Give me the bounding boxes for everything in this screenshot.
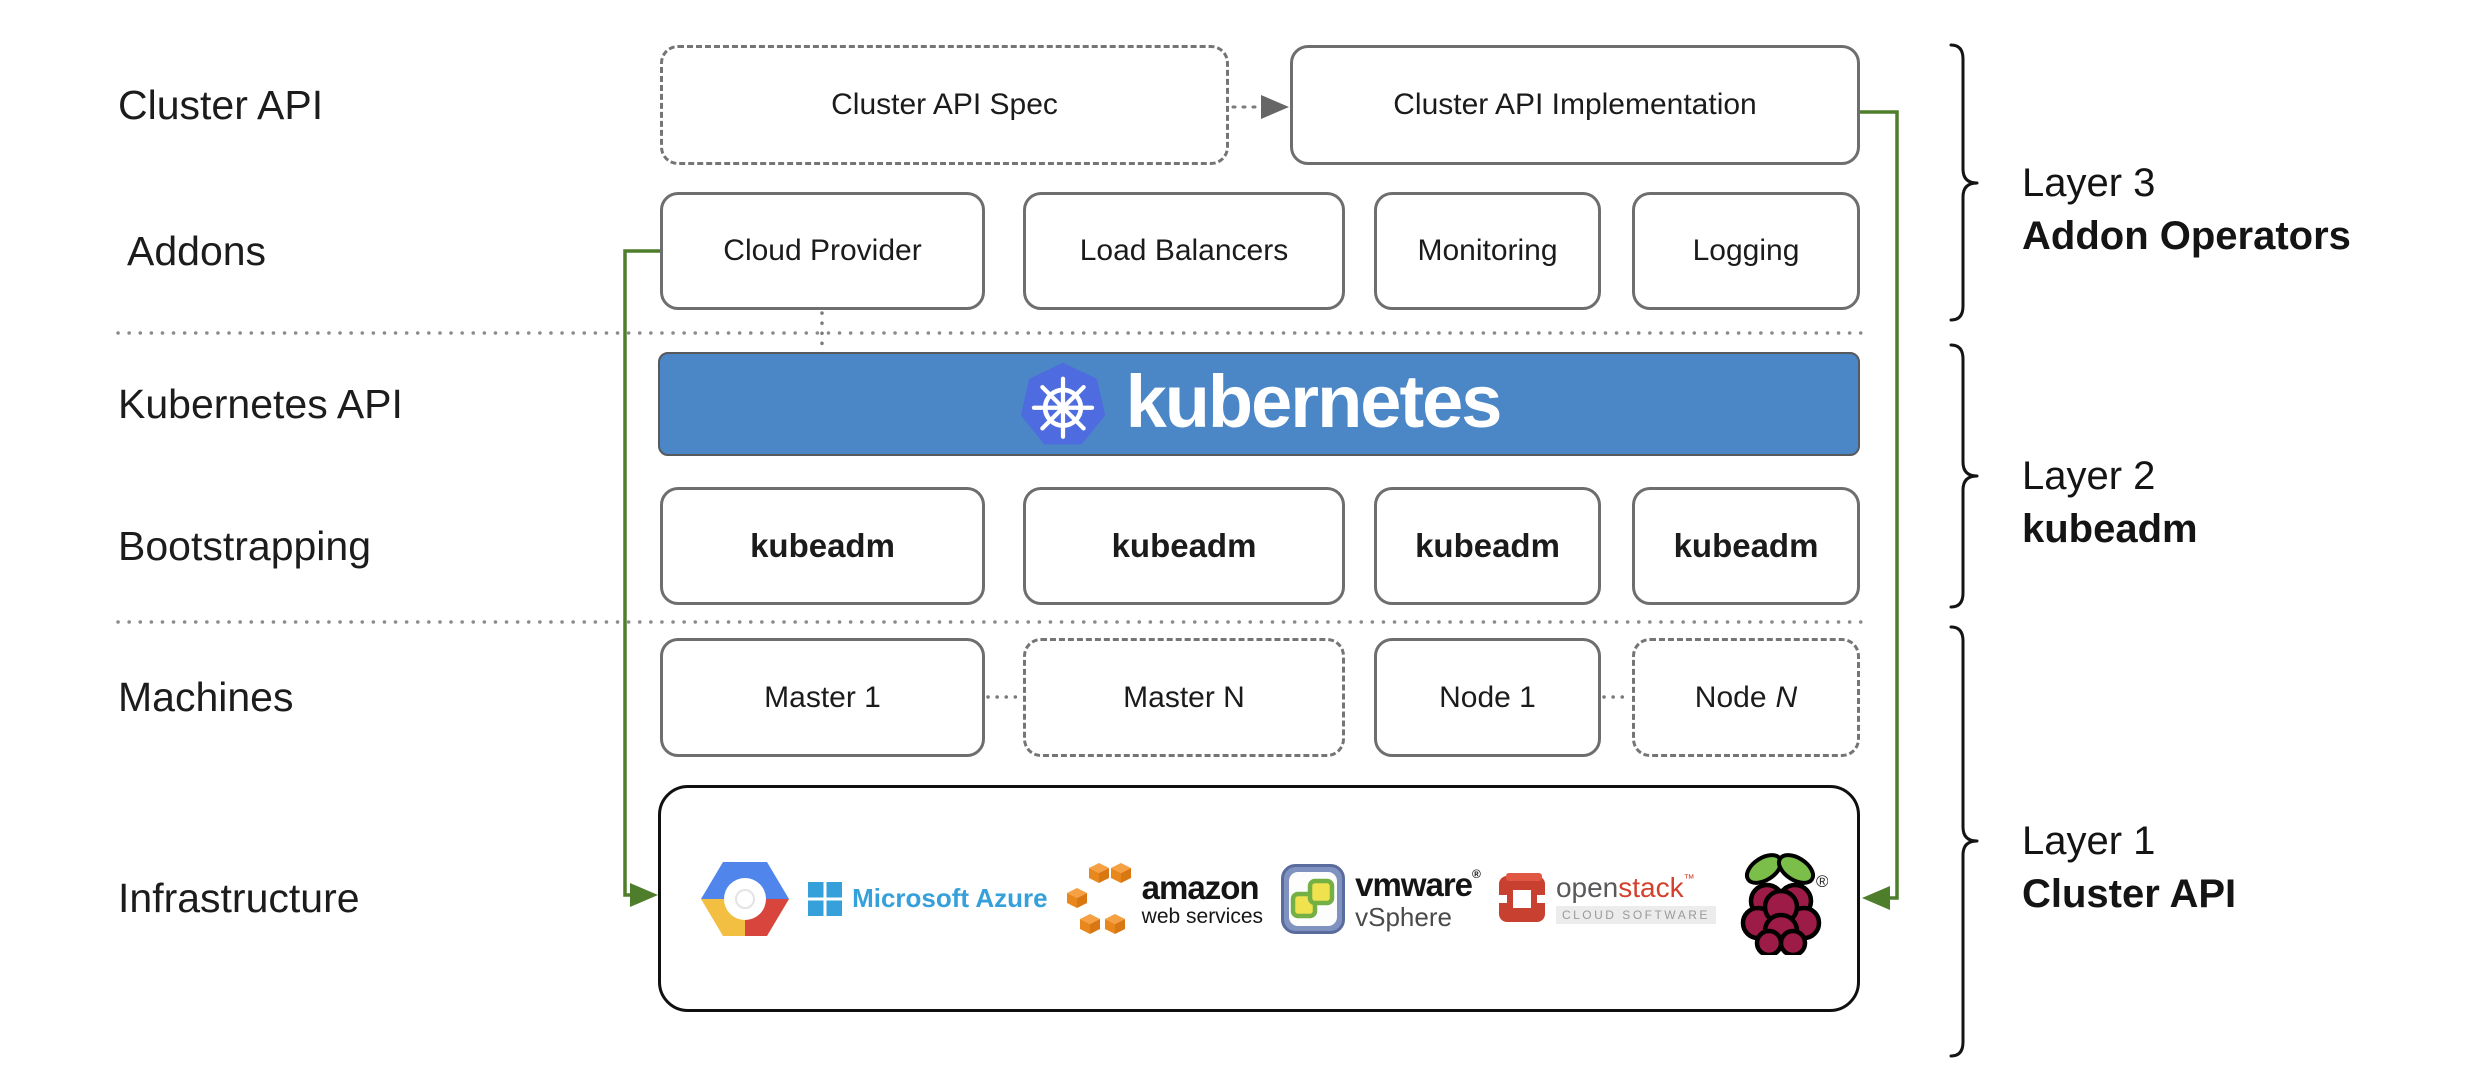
addon-label: Logging xyxy=(1692,234,1800,267)
layer-1-brace xyxy=(1949,625,1979,1058)
aws-label-web-services: web services xyxy=(1141,904,1264,928)
right-green-arrowhead-icon xyxy=(1862,886,1890,910)
machine-label: Node 1 xyxy=(1439,680,1536,714)
addon-box-monitoring: Monitoring xyxy=(1374,192,1601,310)
layer-1-title: Layer 1 xyxy=(2022,819,2156,863)
rpi-registered-mark: ® xyxy=(1816,872,1828,891)
azure-label: Microsoft Azure xyxy=(852,883,1048,913)
kubernetes-banner-label: kubernetes xyxy=(1125,359,1503,443)
row-label-infrastructure: Infrastructure xyxy=(118,875,360,921)
kubeadm-label: kubeadm xyxy=(1111,527,1257,564)
cloud-provider-to-infrastructure-line xyxy=(623,249,660,897)
machine-label: Master N xyxy=(1123,680,1245,714)
layer-3-label: Layer 3 Addon Operators xyxy=(2022,157,2351,263)
layer-2-brace xyxy=(1949,343,1979,609)
aws-cubes-icon xyxy=(1066,862,1131,934)
machine-box-master-1: Master 1 xyxy=(660,638,985,757)
kubeadm-label: kubeadm xyxy=(1415,527,1560,564)
addon-box-logging: Logging xyxy=(1632,192,1860,310)
kubeadm-label: kubeadm xyxy=(750,527,895,564)
openstack-logo: openstack™ CLOUD SOFTWARE xyxy=(1497,871,1716,925)
kubeadm-box-4: kubeadm xyxy=(1632,487,1860,605)
machine-box-node-1: Node 1 xyxy=(1374,638,1601,757)
microsoft-azure-logo: Microsoft Azure xyxy=(808,881,1048,916)
cluster-api-spec-box: Cluster API Spec xyxy=(660,45,1229,165)
layer-3-brace xyxy=(1949,43,1979,322)
infrastructure-logos: Microsoft Azure amazon web services xyxy=(700,785,1828,1012)
openstack-sub-label: CLOUD SOFTWARE xyxy=(1555,905,1716,924)
addon-box-cloud-provider: Cloud Provider xyxy=(660,192,985,310)
row-label-addons: Addons xyxy=(127,227,267,274)
vmware-vsphere-logo: vmware® vSphere xyxy=(1281,863,1481,934)
infrastructure-box xyxy=(658,785,1860,1012)
row-label-bootstrapping: Bootstrapping xyxy=(118,522,372,569)
row-label-cluster-api: Cluster API xyxy=(118,81,324,128)
openstack-label: openstack™ xyxy=(1555,871,1695,903)
addon-label: Cloud Provider xyxy=(723,234,922,267)
cluster-api-spec-label: Cluster API Spec xyxy=(831,88,1058,121)
aws-logo: amazon web services xyxy=(1066,862,1263,936)
layer-2-title: Layer 2 xyxy=(2022,454,2156,498)
layer-3-title: Layer 3 xyxy=(2022,161,2156,205)
openstack-trademark: ™ xyxy=(1683,872,1695,885)
vmware-label: vmware® xyxy=(1355,865,1481,903)
azure-window-icon xyxy=(808,881,843,916)
machine-box-master-n: Master N xyxy=(1023,638,1345,757)
openstack-icon xyxy=(1497,872,1546,922)
kubeadm-box-3: kubeadm xyxy=(1374,487,1601,605)
vmware-registered-mark: ® xyxy=(1472,866,1481,881)
vmware-icon xyxy=(1281,863,1346,934)
kubeadm-label: kubeadm xyxy=(1673,527,1819,564)
layer-2-subtitle: kubeadm xyxy=(2022,507,2198,551)
google-cloud-logo xyxy=(701,861,789,936)
cluster-api-implementation-box: Cluster API Implementation xyxy=(1290,45,1860,165)
raspberry-pi-logo: ® xyxy=(1734,843,1828,955)
layer-2-label: Layer 2 kubeadm xyxy=(2022,450,2198,556)
addon-box-load-balancers: Load Balancers xyxy=(1023,192,1345,310)
kubernetes-banner: kubernetes xyxy=(658,352,1860,456)
kubeadm-box-1: kubeadm xyxy=(660,487,985,605)
layer-1-subtitle: Cluster API xyxy=(2022,872,2237,916)
layer-1-label: Layer 1 Cluster API xyxy=(2022,815,2236,921)
addon-label: Load Balancers xyxy=(1079,234,1289,267)
row-label-kubernetes-api: Kubernetes API xyxy=(118,380,403,427)
kubernetes-logo-icon xyxy=(1020,362,1105,445)
machine-label: Node xyxy=(1694,680,1767,714)
row-label-machines: Machines xyxy=(118,674,294,720)
addon-label: Monitoring xyxy=(1417,234,1558,267)
cluster-api-implementation-label: Cluster API Implementation xyxy=(1393,88,1757,121)
kubeadm-box-2: kubeadm xyxy=(1023,487,1345,605)
layer-3-subtitle: Addon Operators xyxy=(2022,214,2351,258)
vsphere-label: vSphere xyxy=(1355,901,1452,932)
left-green-arrowhead-icon xyxy=(630,883,658,907)
machine-label-italic-n: N xyxy=(1775,680,1798,714)
machine-label: Master 1 xyxy=(764,680,881,714)
aws-label-amazon: amazon xyxy=(1141,868,1260,906)
implementation-to-infrastructure-line xyxy=(1860,110,1899,900)
raspberry-pi-icon: ® xyxy=(1740,852,1828,955)
spec-to-impl-arrowhead-icon xyxy=(1261,95,1289,119)
